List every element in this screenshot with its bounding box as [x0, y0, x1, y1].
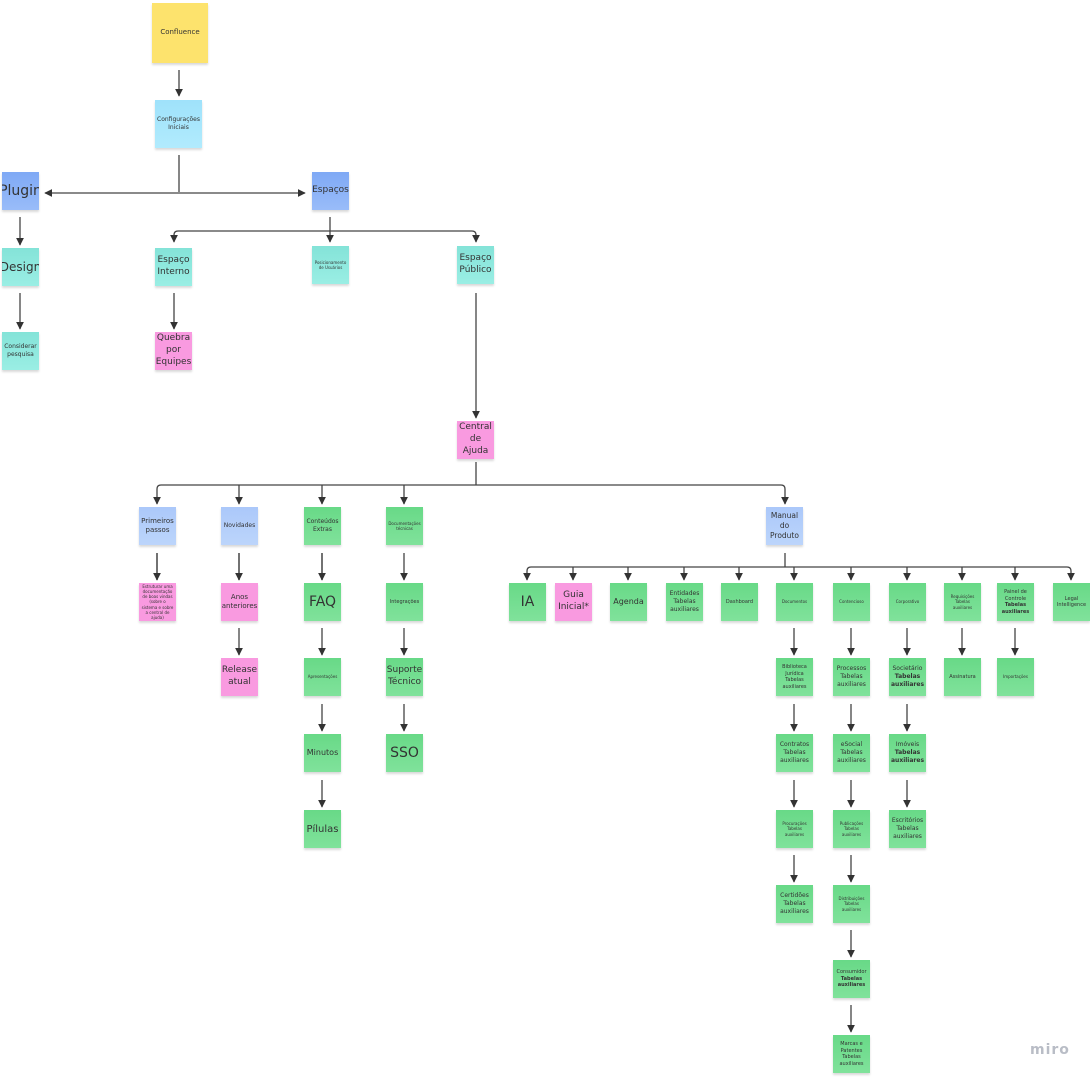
note-legal-intelligence[interactable]: Legal Intelligence	[1053, 583, 1090, 621]
note-central-de-ajuda[interactable]: Central de Ajuda	[457, 421, 494, 459]
note-marcas-e-patentes[interactable]: Marcas e Patentes Tabelas auxiliares	[833, 1035, 870, 1073]
note-ia[interactable]: IA	[509, 583, 546, 621]
note-contencioso[interactable]: Contencioso	[833, 583, 870, 621]
note-certidoes[interactable]: Certidões Tabelas auxiliares	[776, 885, 813, 923]
note-minutos[interactable]: Minutos	[304, 734, 341, 772]
note-boas-vindas[interactable]: Estruturar uma documentação de boas vind…	[139, 583, 176, 621]
note-procuracoes[interactable]: Procurações Tabelas auxiliares	[776, 810, 813, 848]
note-dashboard[interactable]: Dashboard	[721, 583, 758, 621]
note-importacoes[interactable]: Importações	[997, 658, 1034, 696]
connector	[153, 484, 789, 505]
note-publicacoes[interactable]: Publicações Tabelas auxiliares	[833, 810, 870, 848]
note-processos[interactable]: Processos Tabelas auxiliares	[833, 658, 870, 696]
note-documentos[interactable]: Documentos	[776, 583, 813, 621]
note-espaco-interno[interactable]: Espaço Interno	[155, 248, 192, 286]
note-design[interactable]: Design	[2, 248, 39, 286]
note-configuracoes-iniciais[interactable]: Configurações Iniciais	[155, 100, 202, 148]
note-confluence[interactable]: Confluence	[152, 3, 208, 63]
connector	[523, 566, 1075, 581]
note-espacos[interactable]: Espaços	[312, 172, 349, 210]
connector	[156, 553, 404, 580]
note-considerar-pesquisa[interactable]: Considerar pesquisa	[2, 332, 39, 370]
note-guia-inicial[interactable]: Guia Inicial*	[555, 583, 592, 621]
note-integracoes[interactable]: Integrações	[386, 583, 423, 621]
note-corporativo[interactable]: Corporativo	[889, 583, 926, 621]
note-biblioteca-juridica[interactable]: Biblioteca Jurídica Tabelas auxiliares	[776, 658, 813, 696]
note-plugin[interactable]: Plugin	[2, 172, 39, 210]
note-agenda[interactable]: Agenda	[610, 583, 647, 621]
note-suporte-tecnico[interactable]: Suporte Técnico	[386, 658, 423, 696]
note-assinatura[interactable]: Assinatura	[944, 658, 981, 696]
note-posicionamento-usuarios[interactable]: Posicionamento de Usuários	[312, 246, 349, 284]
note-documentacoes-tecnicas[interactable]: Documentações técnicas	[386, 507, 423, 545]
note-novidades[interactable]: Novidades	[221, 507, 258, 545]
note-contratos[interactable]: Contratos Tabelas auxiliares	[776, 734, 813, 772]
note-faq[interactable]: FAQ	[304, 583, 341, 621]
miro-logo: miro	[1030, 1042, 1070, 1058]
note-escritorios[interactable]: Escritórios Tabelas auxiliares	[889, 810, 926, 848]
note-esocial[interactable]: eSocial Tabelas auxiliares	[833, 734, 870, 772]
connector	[170, 230, 480, 243]
note-distribuicoes[interactable]: Distribuições Tabelas auxiliares	[833, 885, 870, 923]
note-primeiros-passos[interactable]: Primeiros passos	[139, 507, 176, 545]
note-apresentacoes[interactable]: Apresentações	[304, 658, 341, 696]
note-release-atual[interactable]: Release atual	[221, 658, 258, 696]
note-sso[interactable]: SSO	[386, 734, 423, 772]
note-requisicoes[interactable]: Requisições Tabelas auxiliares	[944, 583, 981, 621]
note-manual-do-produto[interactable]: Manual do Produto	[766, 507, 803, 545]
note-pilulas[interactable]: Pílulas	[304, 810, 341, 848]
note-quebra-por-equipes[interactable]: Quebra por Equipes	[155, 332, 192, 370]
note-entidades[interactable]: Entidades Tabelas auxiliares	[666, 583, 703, 621]
note-anos-anteriores[interactable]: Anos anteriores	[221, 583, 258, 621]
note-conteudos-extras[interactable]: Conteúdos Extras	[304, 507, 341, 545]
note-espaco-publico[interactable]: Espaço Público	[457, 246, 494, 284]
